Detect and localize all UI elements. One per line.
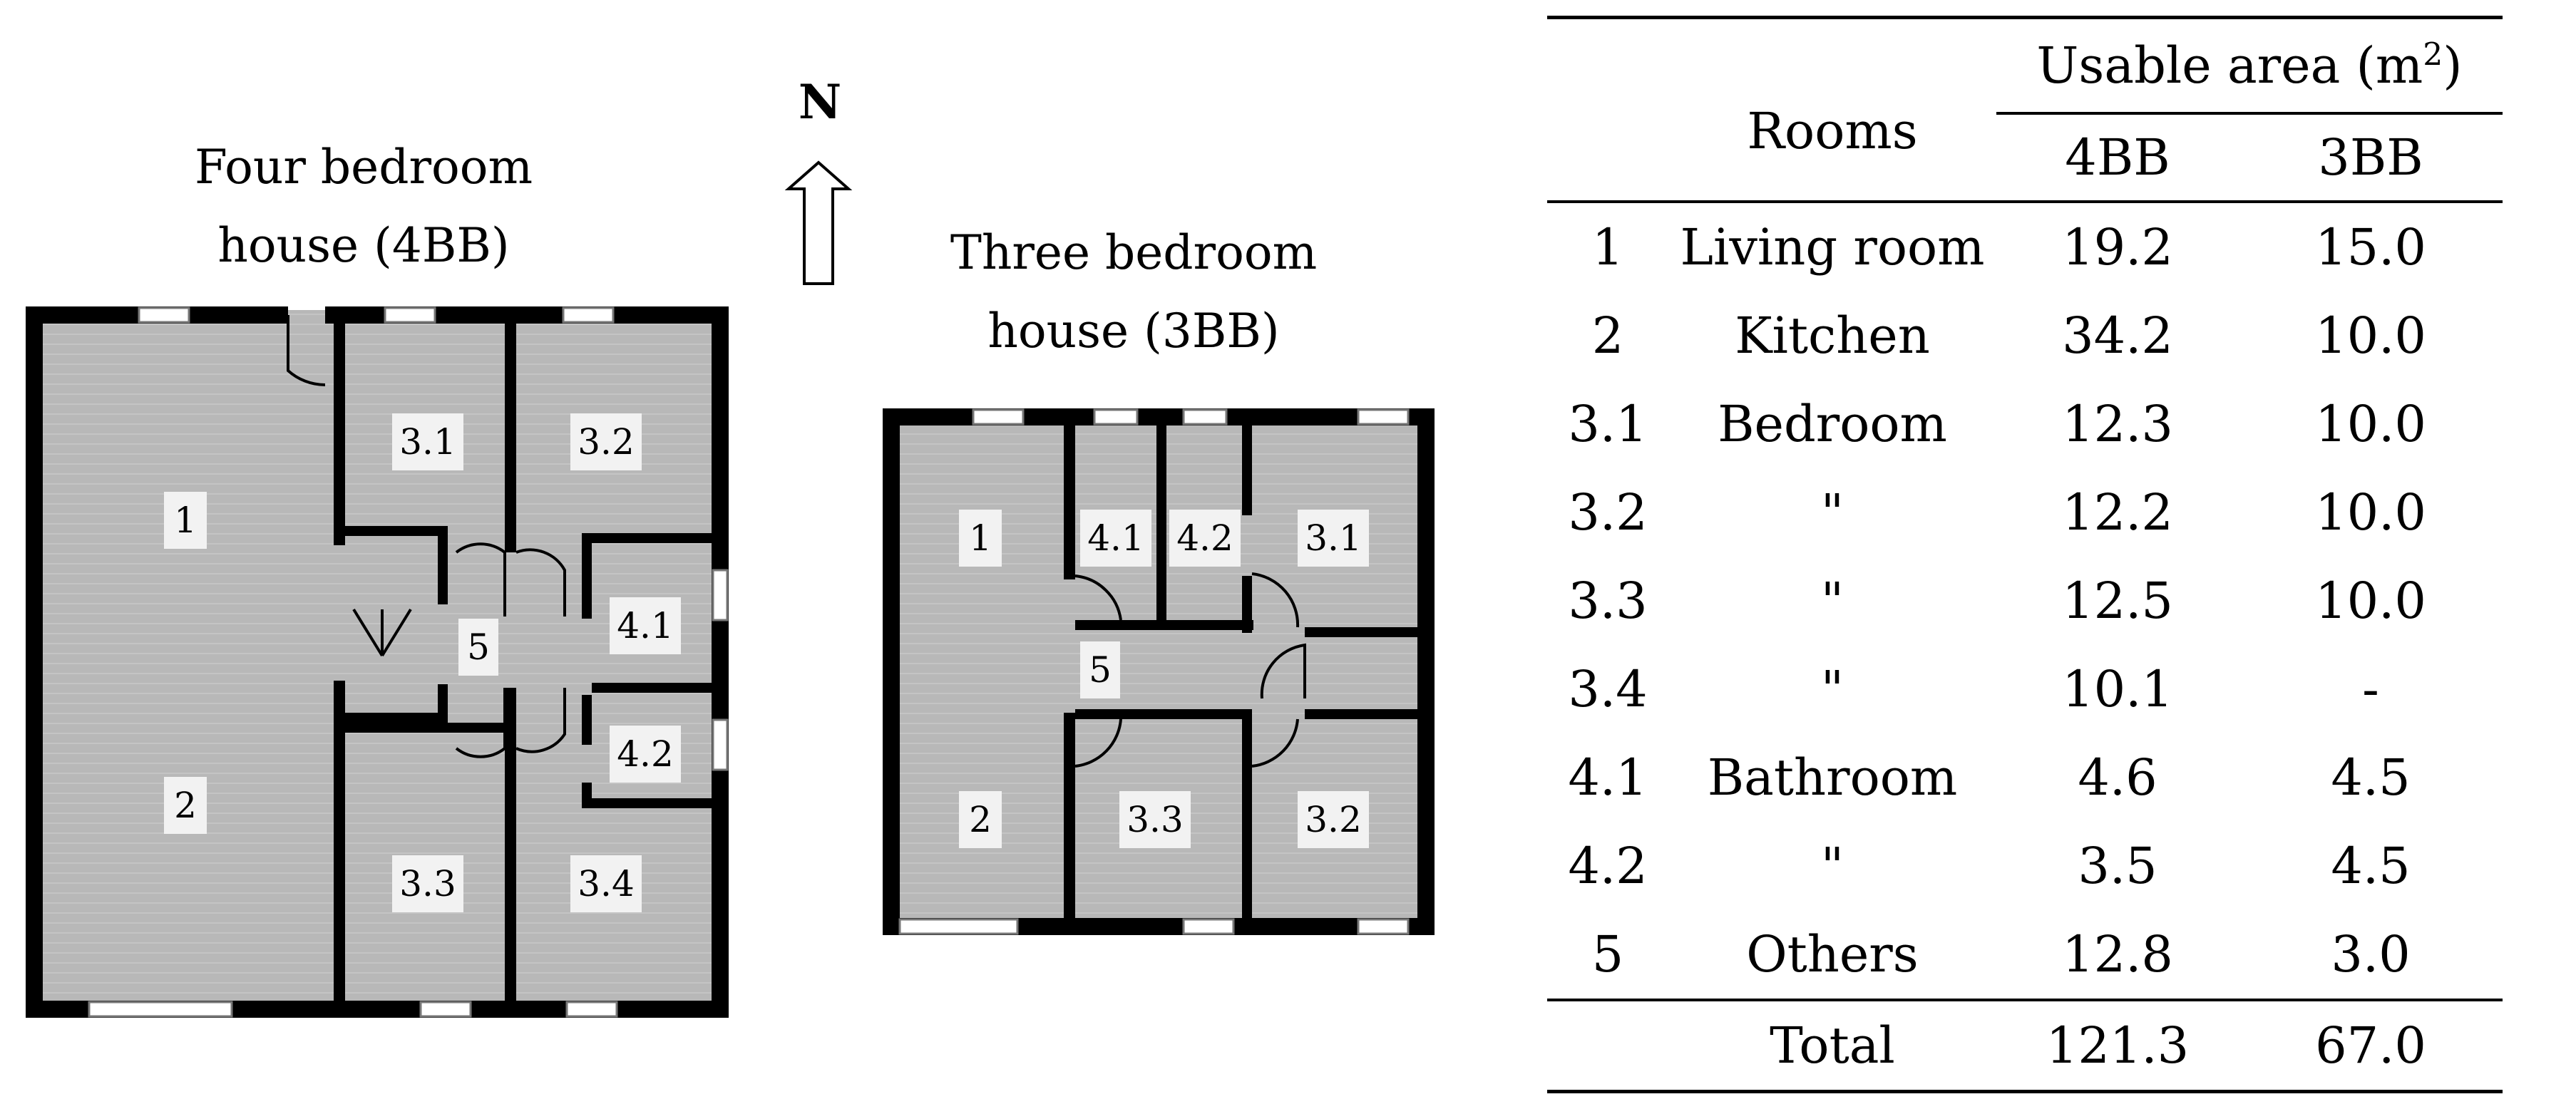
header-usable-area: Usable area (m2) (1996, 16, 2503, 115)
plan-4bb-doors (287, 315, 566, 758)
plan-3bb-room-label: 1 (959, 510, 1002, 567)
plan-3bb-title-line2: house (3BB) (987, 304, 1280, 359)
table-row: 3.4 " 10.1 - (1568, 660, 2379, 718)
plan-4bb-room-label: 4.2 (610, 726, 681, 783)
header-4bb: 4BB (2065, 128, 2170, 187)
plan-4bb-room-label: 4.1 (610, 597, 681, 654)
plan-3bb-room-label: 2 (959, 791, 1002, 848)
plan-4bb-room-label: 3.4 (570, 855, 642, 912)
table-row: 1 Living room 19.2 15.0 (1547, 200, 2503, 292)
plan-3bb-room-label: 3.2 (1298, 791, 1369, 848)
plan-3bb-windows (898, 408, 1410, 935)
table-header-row: Usable area (m2) (1547, 16, 2503, 115)
plan-4bb-room-label: 3.3 (392, 855, 463, 912)
header-rooms: Rooms (1747, 102, 1918, 160)
plan-4bb-room-label: 1 (164, 492, 207, 549)
table-row: 4.1 Bathroom 4.6 4.5 (1568, 748, 2411, 807)
plan-3bb-room-label: 3.3 (1119, 791, 1191, 848)
plan-4bb-room-label: 3.1 (392, 413, 463, 470)
compass-arrow-icon (784, 160, 853, 285)
plan-3bb-title-line1: Three bedroom (950, 225, 1318, 280)
plan-4bb-room-label: 2 (164, 777, 207, 834)
plan-4bb-windows (88, 306, 729, 1018)
plan-3bb-room-label: 4.2 (1169, 510, 1241, 567)
plan-3bb-room-label: 4.1 (1080, 510, 1151, 567)
header-3bb: 3BB (2318, 128, 2423, 187)
usable-area-table: Usable area (m2) Rooms 4BB 3BB 1 Living … (1547, 16, 2503, 1093)
plan-4bb-title-line1: Four bedroom (194, 140, 533, 195)
plan-4bb-room-label: 5 (458, 619, 498, 676)
total-label: Total (1668, 999, 1996, 1093)
table-row: 3.3 " 12.5 10.0 (1568, 572, 2426, 630)
table-row: 2 Kitchen 34.2 10.0 (1591, 306, 2426, 365)
plan-3bb-room-label: 5 (1080, 641, 1120, 698)
plan-4bb-room-label: 3.2 (570, 413, 642, 470)
table-row: 3.1 Bedroom 12.3 10.0 (1568, 395, 2426, 453)
total-3bb: 67.0 (2239, 999, 2503, 1093)
table-row: 4.2 " 3.5 4.5 (1568, 837, 2411, 895)
plan-3bb (883, 408, 1435, 935)
plan-4bb-title-line2: house (4BB) (217, 218, 510, 273)
plan-3bb-doors (1074, 572, 1306, 768)
total-4bb: 121.3 (1996, 999, 2239, 1093)
table-total-row: Total 121.3 67.0 (1547, 999, 2503, 1093)
plan-3bb-room-label: 3.1 (1298, 510, 1369, 567)
table-row: 5 Others 12.8 3.0 (1591, 925, 2411, 984)
table-subheader-row: Rooms 4BB 3BB (1547, 102, 2503, 202)
table-row: 3.2 " 12.2 10.0 (1568, 483, 2426, 542)
compass-north-label: N (798, 74, 842, 130)
